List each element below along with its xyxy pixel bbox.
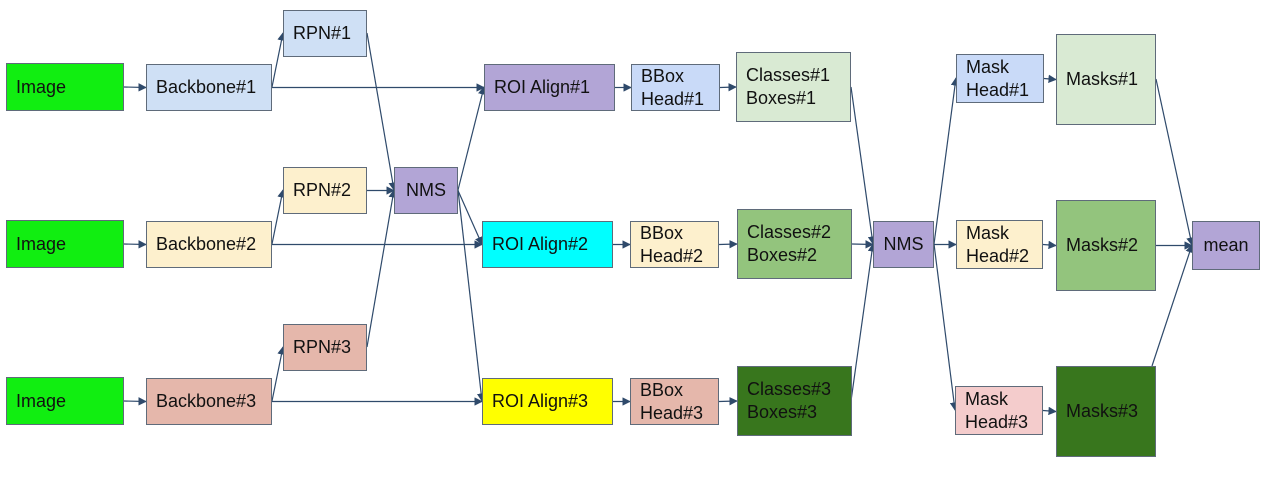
edge-classes3-nms2	[850, 243, 877, 402]
backbone-2-node: Backbone#2	[146, 221, 272, 268]
edge-backbone2-rpn2	[271, 189, 286, 245]
edge-rpn3-nms1	[366, 189, 397, 348]
image-1-node: Image	[6, 63, 124, 111]
nms-2-node: NMS	[873, 221, 934, 268]
edge-image2-backbone2	[123, 240, 147, 249]
mask-head-2-node: Mask Head#2	[956, 220, 1043, 269]
bbox-head-1-node: BBox Head#1	[631, 64, 720, 111]
mask-head-3-node: Mask Head#3	[955, 386, 1043, 435]
edge-bbox3-classes3	[718, 397, 738, 406]
classes-boxes-3-node: Classes#3 Boxes#3	[737, 366, 852, 436]
masks-2-node: Masks#2	[1056, 200, 1156, 291]
edge-rpn1-nms1	[366, 32, 397, 191]
edge-nms1-roi1	[457, 86, 487, 191]
edge-backbone1-rpn1	[271, 32, 286, 88]
rpn-3-node: RPN#3	[283, 324, 367, 371]
bbox-head-2-node: BBox Head#2	[630, 221, 719, 268]
classes-boxes-2-node: Classes#2 Boxes#2	[737, 209, 852, 279]
edge-nms2-mask1	[933, 77, 960, 245]
roi-align-2-node: ROI Align#2	[482, 221, 613, 268]
mean-node: mean	[1192, 221, 1260, 270]
edge-mask3-masks3	[1042, 406, 1057, 416]
edge-nms1-roi3	[457, 189, 486, 402]
edge-classes1-nms2	[850, 86, 877, 245]
bbox-head-3-node: BBox Head#3	[630, 378, 719, 425]
image-3-node: Image	[6, 377, 124, 425]
mask-head-1-node: Mask Head#1	[956, 54, 1044, 103]
backbone-1-node: Backbone#1	[146, 64, 272, 111]
masks-1-node: Masks#1	[1056, 34, 1156, 125]
edge-nms2-mask3	[933, 243, 959, 411]
edge-image3-backbone3	[123, 397, 147, 406]
edge-bbox2-classes2	[718, 240, 738, 249]
roi-align-3-node: ROI Align#3	[482, 378, 613, 425]
rpn-2-node: RPN#2	[283, 167, 367, 214]
edge-backbone3-rpn3	[271, 346, 286, 402]
masks-3-node: Masks#3	[1056, 366, 1156, 457]
backbone-3-node: Backbone#3	[146, 378, 272, 425]
edge-mask2-masks2	[1042, 240, 1057, 250]
edge-image1-backbone1	[123, 83, 147, 92]
classes-boxes-1-node: Classes#1 Boxes#1	[736, 52, 851, 122]
edge-masks3-mean	[1151, 244, 1194, 367]
edge-masks1-mean	[1155, 78, 1195, 246]
roi-align-1-node: ROI Align#1	[484, 64, 615, 111]
edge-classes2-nms2	[851, 240, 874, 249]
image-2-node: Image	[6, 220, 124, 268]
nms-1-node: NMS	[394, 167, 458, 214]
edge-nms1-roi2	[457, 190, 483, 246]
edge-bbox1-classes1	[719, 83, 737, 92]
rpn-1-node: RPN#1	[283, 10, 367, 57]
edge-mask1-masks1	[1043, 74, 1057, 84]
